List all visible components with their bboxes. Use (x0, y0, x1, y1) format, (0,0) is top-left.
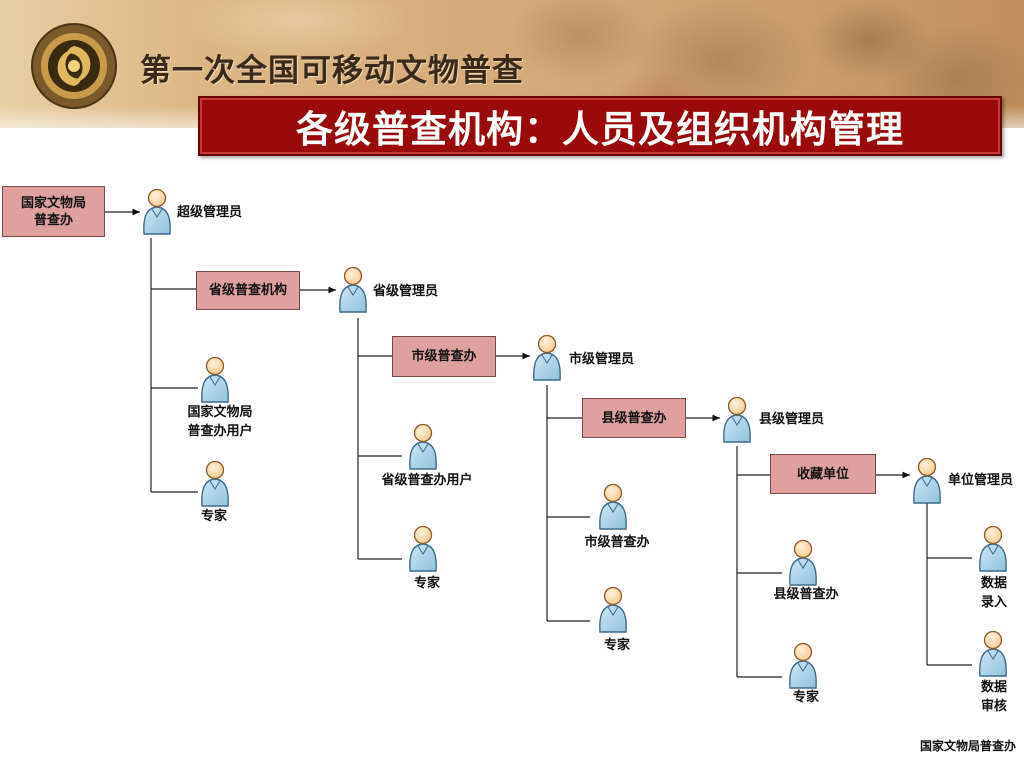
person-icon-county-admin (720, 394, 754, 444)
box-city-office: 市级普查办 (392, 336, 496, 377)
box-collection-unit: 收藏单位 (770, 454, 876, 494)
person-icon-city-admin (530, 332, 564, 382)
label-data-entry: 数据录入 (979, 574, 1009, 612)
person-icon-county-expert (786, 640, 820, 690)
person-icon-super-admin (140, 186, 174, 236)
person-icon-data-entry (976, 523, 1010, 573)
label-national-expert: 专家 (201, 507, 227, 526)
person-icon-city-expert (596, 584, 630, 634)
label-provincial-expert: 专家 (414, 574, 440, 593)
label-unit-admin: 单位管理员 (948, 471, 1013, 490)
person-icon-provincial-expert (406, 523, 440, 573)
label-city-admin: 市级管理员 (569, 350, 634, 369)
label-county-admin: 县级管理员 (759, 410, 824, 429)
label-county-expert: 专家 (793, 688, 819, 707)
label-city-expert: 专家 (604, 636, 630, 655)
person-icon-unit-admin (910, 455, 944, 505)
person-icon-provincial-user (406, 421, 440, 471)
person-icon-national-user (198, 354, 232, 404)
person-icon-county-user (786, 537, 820, 587)
footer-credit: 国家文物局普查办 (920, 737, 1016, 754)
label-super-admin: 超级管理员 (177, 203, 242, 222)
label-city-office-user: 市级普查办 (584, 533, 649, 552)
box-provincial-org: 省级普查机构 (196, 271, 300, 310)
person-icon-national-expert (198, 458, 232, 508)
box-county-office: 县级普查办 (582, 398, 686, 438)
label-county-office-user: 县级普查办 (773, 585, 838, 604)
label-data-review: 数据审核 (979, 678, 1009, 716)
label-provincial-office-user: 省级普查办用户 (381, 471, 472, 490)
box-national-office: 国家文物局 普查办 (2, 186, 105, 237)
label-provincial-admin: 省级管理员 (373, 282, 438, 301)
person-icon-provincial-admin (336, 264, 370, 314)
person-icon-city-user (596, 481, 630, 531)
person-icon-data-review (976, 628, 1010, 678)
label-national-office-user: 国家文物局 普查办用户 (187, 403, 252, 441)
